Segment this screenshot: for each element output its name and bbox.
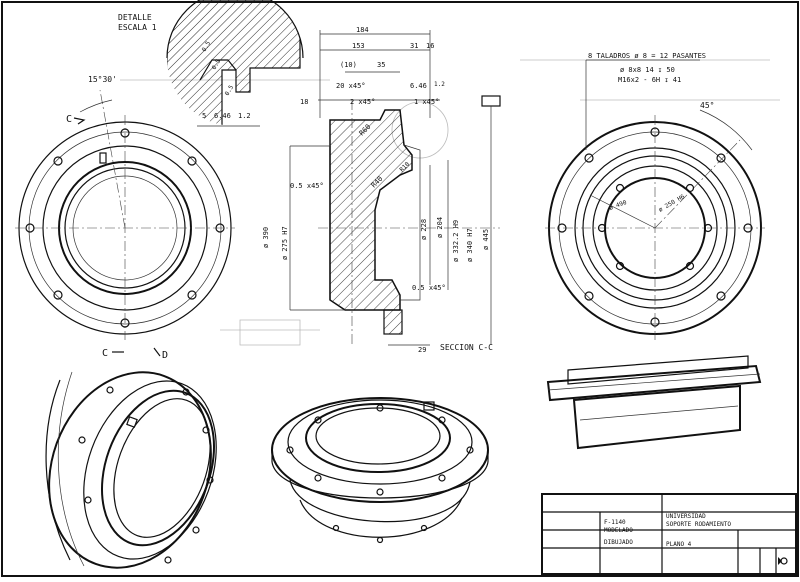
side-elevation-right — [546, 355, 762, 450]
dim-153: 153 — [352, 42, 365, 50]
dim-35: 35 — [377, 61, 385, 69]
front-view-left: 15°30' C C D — [15, 75, 235, 361]
detail-title: DETALLE — [118, 13, 152, 22]
dim-646: 6.46 — [410, 82, 427, 90]
chamfer-05-b: 0.5 x45° — [412, 284, 446, 292]
outer-bolt-holes-right — [557, 127, 753, 327]
detail-view: DETALLE ESCALA 1 5 6.46 1.2 0.5 0.5 0.5 — [118, 0, 304, 127]
holes-note-title: 8 TALADROS ø 8 = 12 PASANTES — [588, 52, 706, 60]
diameter-204: ø 204 — [436, 217, 444, 238]
holes-note-1: ø 8x8 14 ↧ 50 — [620, 66, 675, 74]
section-c-top-label: C — [66, 114, 72, 125]
inner-bolt-holes-right — [597, 183, 713, 271]
dim-29: 29 — [418, 346, 426, 354]
detail-dim-646: 6.46 — [214, 112, 231, 120]
detail-dim-b: 0.5 — [211, 58, 223, 71]
dim-31: 31 — [410, 42, 418, 50]
dim-18: 18 — [300, 98, 308, 106]
drawn-text: DIBUJADO — [604, 539, 633, 546]
diameter-340: ø 340 H7 — [466, 228, 474, 262]
chamfer-05-a: 0.5 x45° — [290, 182, 324, 190]
detail-dim-5: 5 — [202, 112, 206, 120]
projection-arrow-icon — [778, 557, 782, 565]
dim-184: 184 — [356, 26, 369, 34]
diameter-445: ø 445 — [482, 229, 490, 250]
dim-2x45: 2 x45° — [350, 98, 375, 106]
detail-dim-12: 1.2 — [238, 112, 251, 120]
dim-12: 1.2 — [434, 81, 445, 88]
isometric-view-center — [271, 397, 489, 544]
dim-20x45: 20 x45° — [336, 82, 366, 90]
bolt-holes-left — [25, 128, 225, 328]
dim-1x45: 1 x45° — [414, 98, 439, 106]
arrow-d — [153, 347, 161, 357]
angle-label: 15°30' — [88, 75, 117, 84]
detail-scale: ESCALA 1 — [118, 23, 157, 32]
dim-16: 16 — [426, 42, 434, 50]
front-view-right: 8 TALADROS ø 8 = 12 PASANTES ø 8x8 14 ↧ … — [545, 52, 765, 340]
drawing-no-text: PLANO 4 — [666, 541, 692, 548]
part-text: SOPORTE RODAMIENTO — [666, 521, 731, 528]
arrow-c-top — [73, 117, 86, 125]
angle-45: 45° — [700, 101, 714, 110]
diameter-275: ø 275 H7 — [281, 226, 289, 260]
section-c-bottom-label: C — [102, 348, 108, 359]
material-text: F-1140 — [604, 519, 626, 526]
detail-dim-a: 0.5 — [201, 40, 213, 53]
holes-note-2: M16x2 - 6H ↧ 41 — [618, 76, 681, 84]
diameter-490: ø 490 — [608, 199, 628, 212]
diameter-332: ø 332.2 H9 — [452, 220, 460, 262]
process-text: MODELADO — [604, 527, 633, 534]
dim-10: (10) — [340, 61, 357, 69]
detail-dim-c: 0.5 — [224, 84, 236, 97]
diameter-390: ø 390 — [262, 227, 270, 248]
section-view: 184 153 31 16 (10) 35 20 x45° 6.46 1.2 2… — [239, 26, 501, 354]
diameter-228: ø 228 — [420, 219, 428, 240]
company-text: UNIVERSIDAD — [666, 513, 706, 520]
section-label: SECCION C-C — [440, 343, 493, 352]
view-d-label: D — [162, 350, 168, 361]
title-block: F-1140 MODELADO UNIVERSIDAD SOPORTE RODA… — [541, 493, 797, 575]
isometric-view-left — [45, 371, 217, 569]
